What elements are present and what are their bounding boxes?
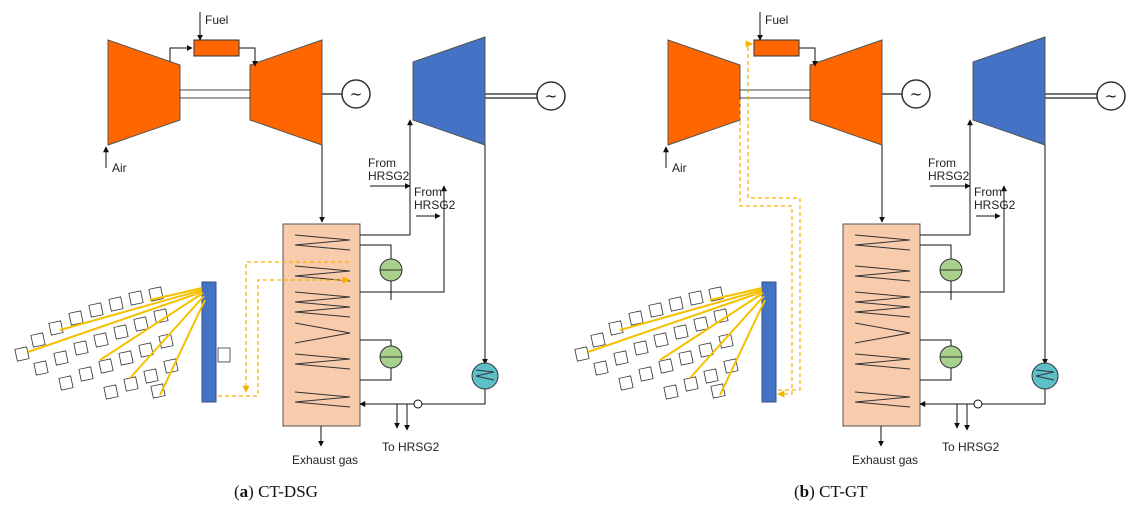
panel-a: ~ Fuel Air ~ From HRSG2 From HRSG2 [14,12,566,501]
compressor [107,39,181,146]
steam-turbine [412,36,486,146]
solar-receiver [201,281,217,403]
from-hrsg2-label-1a: From [368,156,396,170]
from-hrsg2-label-2b: HRSG2 [414,198,456,212]
to-hrsg2-label: To HRSG2 [942,440,1000,454]
from-hrsg2-label-2a: From [974,185,1002,199]
air-label: Air [672,161,687,175]
svg-text:~: ~ [1105,87,1118,105]
air-loop [739,100,793,398]
from-hrsg2-label-2b: HRSG2 [974,198,1016,212]
svg-text:~: ~ [545,87,558,105]
air-label: Air [112,161,127,175]
panel-b: ~ Fuel Air ~ From HRSG2 From HRSG2 [574,12,1126,501]
generator-st: ~ [1096,81,1126,111]
solar-rays [27,287,206,396]
hrsg [282,223,361,427]
caption-b: (b) CT-GT [794,482,868,501]
solar-rays [587,287,766,396]
fuel-label: Fuel [205,13,228,27]
combustor [193,39,240,57]
steam-turbine [972,36,1046,146]
from-hrsg2-label-1b: HRSG2 [368,169,410,183]
generator-st: ~ [536,81,566,111]
combustor [753,39,800,57]
gt-shaft [739,89,811,99]
svg-text:~: ~ [350,85,363,103]
compressor [667,39,741,146]
hrsg [842,223,921,427]
to-hrsg2-label: To HRSG2 [382,440,440,454]
svg-text:~: ~ [910,85,923,103]
exhaust-label: Exhaust gas [852,453,918,467]
generator-gt: ~ [341,79,371,109]
gas-turbine [249,39,323,146]
pump-1 [413,399,423,409]
gt-shaft [179,89,251,99]
generator-gt: ~ [901,79,931,109]
dsg-loop [218,276,350,397]
caption-a: (a) CT-DSG [234,482,318,501]
from-hrsg2-label-2a: From [414,185,442,199]
gas-turbine [809,39,883,146]
from-hrsg2-label-1a: From [928,156,956,170]
exhaust-label: Exhaust gas [292,453,358,467]
solar-receiver [761,281,777,403]
from-hrsg2-label-1b: HRSG2 [928,169,970,183]
fuel-label: Fuel [765,13,788,27]
pump-1 [973,399,983,409]
